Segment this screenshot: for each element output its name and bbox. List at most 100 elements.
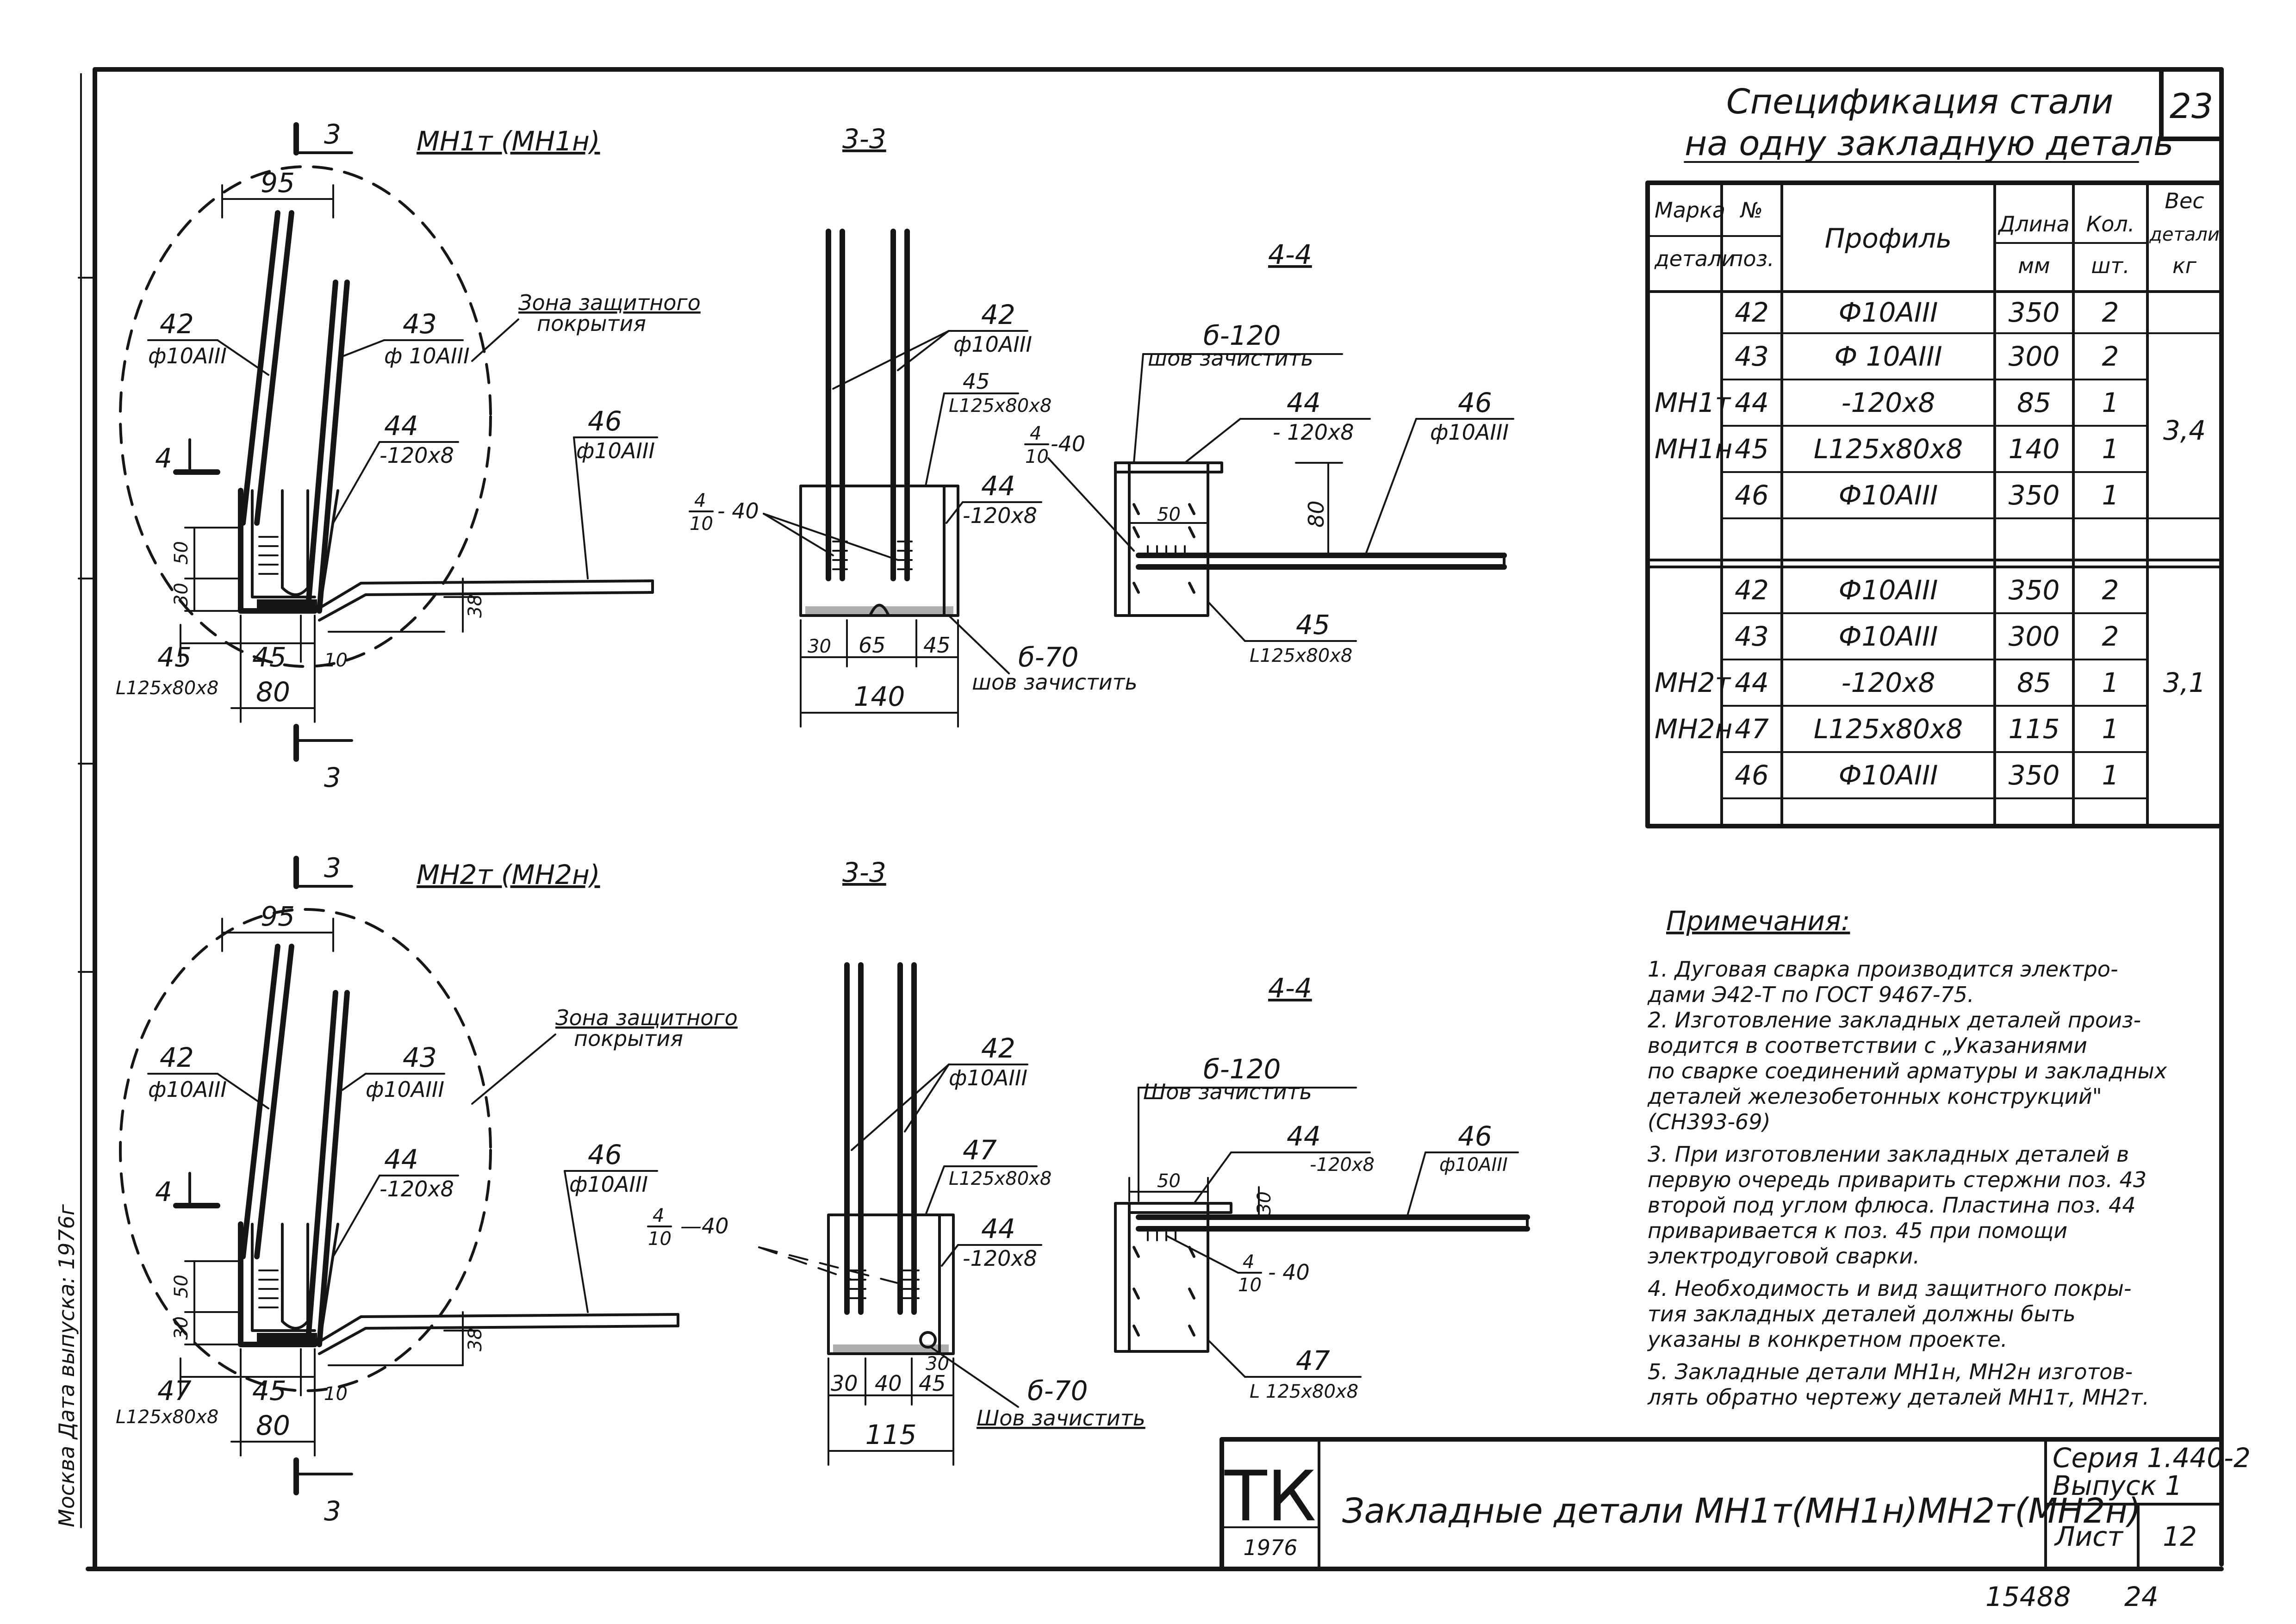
dim-label: 50 <box>1157 1170 1181 1192</box>
note-line: по сварке соединений арматуры и закладны… <box>1648 1058 2167 1083</box>
section-title: 3-3 <box>842 123 886 155</box>
angle-size: L125х80х8 <box>116 1406 218 1428</box>
callout-pos: 47 <box>1296 1345 1330 1376</box>
callout-pos: 44 <box>1287 387 1321 418</box>
slot-holes <box>1132 1246 1195 1337</box>
callout-pos: 46 <box>588 405 622 437</box>
weld-length: - 40 <box>717 498 759 523</box>
hdr-weight-3: кг <box>2172 253 2197 278</box>
spec-row: 43 Ф 10АIII 300 2 <box>1735 341 2119 372</box>
protective-zone-outline <box>119 165 492 668</box>
cell-profile: L125х80х8 <box>1814 433 1963 465</box>
cell-pos: 43 <box>1735 341 1769 372</box>
dim-total: 115 <box>865 1419 917 1450</box>
cell-qty: 2 <box>2102 574 2119 606</box>
dim-95: 95 <box>221 167 334 218</box>
cell-qty: 1 <box>2102 713 2119 745</box>
hdr-weight-2: детали <box>2149 224 2220 245</box>
footer-code: 15488 <box>1985 1581 2071 1612</box>
issue: Выпуск 1 <box>2053 1470 2182 1501</box>
cell-profile: Ф10АIII <box>1839 759 1938 791</box>
weld-numerator: 4 <box>1030 423 1041 444</box>
note-line: электродуговой сварки. <box>1648 1244 1920 1269</box>
weld-hatch <box>1147 545 1186 554</box>
callout-size: L125х80х8 <box>949 395 1052 417</box>
zone-label: Зона защитного покрытия <box>471 1005 738 1105</box>
section-label: 3 <box>324 118 341 150</box>
series: Серия 1.440-2 <box>2053 1442 2251 1474</box>
callout-pos: 46 <box>1458 387 1492 418</box>
sheet-number-box: 23 <box>2159 67 2224 141</box>
cell-qty: 2 <box>2102 297 2119 328</box>
protective-zone-outline <box>119 908 492 1392</box>
weld-b-note: шов зачистить <box>972 670 1138 695</box>
cell-pos: 43 <box>1735 621 1769 652</box>
spec-row: 46 Ф10АIII 350 1 <box>1735 479 2119 511</box>
weld-numerator: 4 <box>1243 1251 1254 1273</box>
callout-size: L125х80х8 <box>949 1168 1052 1189</box>
weld-denominator: 10 <box>1238 1275 1262 1296</box>
cell-qty: 2 <box>2102 341 2119 372</box>
cell-pos: 44 <box>1735 667 1769 698</box>
bar-43 <box>305 990 350 1347</box>
dim-95: 95 <box>221 901 334 952</box>
cell-profile: Ф10АIII <box>1839 297 1938 328</box>
margin-note: Москва Дата выпуска: 1976г <box>54 1204 79 1527</box>
note-line: 5. Закладные детали МН1н, МН2н изготов- <box>1648 1359 2133 1384</box>
cell-length: 85 <box>2017 667 2051 698</box>
cell-qty: 2 <box>2102 621 2119 652</box>
cell-profile: Ф10АIII <box>1839 574 1938 606</box>
cell-pos: 47 <box>1735 713 1769 745</box>
cell-profile: Ф 10АIII <box>1834 341 1942 372</box>
section-3-3: 3-3 42 ф10АIII <box>689 123 1138 728</box>
note-line: деталей железобетонных конструкций" <box>1647 1084 2102 1109</box>
group-mark: МН2т <box>1655 667 1732 698</box>
dim-label: 50 <box>171 541 192 565</box>
left-strip: Москва Дата выпуска: 1976г <box>54 73 96 1528</box>
spec-row: 47 L125х80х8 115 1 <box>1735 713 2119 745</box>
view-mn2: 3 МН2т (МН2н) 95 <box>116 852 1530 1527</box>
dim-label: 80 <box>1304 500 1329 528</box>
hdr-pos-2: поз. <box>1729 246 1774 271</box>
cell-length: 350 <box>2009 297 2060 328</box>
callout-pos: 45 <box>963 369 990 394</box>
cell-length: 85 <box>2017 387 2051 418</box>
spec-table: Спецификация стали на одну закладную дет… <box>1645 82 2224 828</box>
weld-length: - 40 <box>1268 1260 1310 1285</box>
weld-top: б-120 <box>1203 1053 1281 1085</box>
hdr-length-2: мм <box>2018 253 2050 278</box>
section-4-4: 4-4 б-120 Шов зачистить <box>1114 972 1530 1402</box>
note-line: 2. Изготовление закладных деталей произ- <box>1648 1008 2141 1033</box>
callout-42: 42 ф10АIII <box>147 1042 269 1109</box>
note-line: первую очередь приварить стержни поз. 43 <box>1648 1167 2147 1192</box>
callout-size: -120х8 <box>1310 1154 1375 1176</box>
cell-length: 115 <box>2009 713 2060 745</box>
dims-left: 50 30 <box>171 527 242 612</box>
callout-pos: 46 <box>588 1139 622 1170</box>
callout-size: ф10АIII <box>1430 420 1509 445</box>
group-weight: 3,4 <box>2163 415 2206 446</box>
section-3-3: 3-3 42 ф10АIII 47 <box>647 857 1145 1466</box>
cell-qty: 1 <box>2102 387 2119 418</box>
callout-pos: 44 <box>981 1213 1015 1244</box>
zone-line-2: покрытия <box>537 311 646 336</box>
note-line: 4. Необходимость и вид защитного покры- <box>1648 1276 2132 1301</box>
slot-holes <box>1132 503 1195 594</box>
hdr-mark-1: Марка <box>1655 198 1725 223</box>
bar-43 <box>305 280 350 614</box>
dim-label: 65 <box>859 633 886 658</box>
callout-pos: 44 <box>384 410 418 442</box>
spec-row: 42 Ф10АIII 350 2 <box>1735 297 2119 328</box>
hdr-qty-1: Кол. <box>2086 212 2135 236</box>
view-mn1: 3 МН1т (МН1н) 95 <box>116 118 1514 793</box>
section-title: 4-4 <box>1268 239 1312 270</box>
section-label: 4 <box>155 1176 172 1207</box>
weld-numerator: 4 <box>694 490 706 511</box>
callout-size: - 120х8 <box>1273 420 1354 445</box>
dim-label: 45 <box>252 641 286 673</box>
section-label: 3 <box>324 1495 341 1527</box>
weld-b-note: Шов зачистить <box>977 1406 1145 1431</box>
bar-42 <box>240 210 294 526</box>
dim-label: 50 <box>171 1275 192 1298</box>
